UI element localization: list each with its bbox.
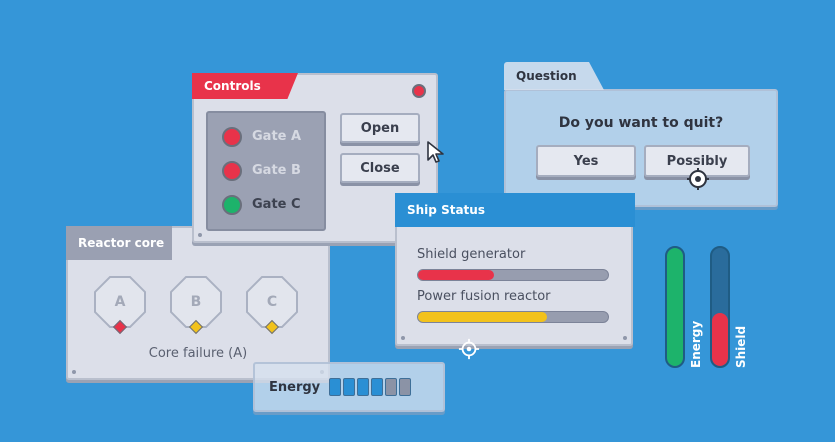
core-a-hex[interactable]: A bbox=[94, 276, 146, 328]
energy-cell bbox=[357, 378, 369, 396]
shield-vertical-fill bbox=[712, 312, 728, 366]
open-button[interactable]: Open bbox=[340, 113, 420, 143]
energy-cells-label: Energy bbox=[269, 380, 321, 395]
target-icon bbox=[458, 338, 480, 360]
question-prompt: Do you want to quit? bbox=[558, 115, 724, 131]
core-c-label: C bbox=[266, 294, 278, 310]
shield-generator-label: Shield generator bbox=[417, 247, 526, 262]
core-status-text: Core failure (A) bbox=[148, 346, 248, 361]
possibly-button-label: Possibly bbox=[666, 153, 728, 169]
ship-status-panel: Ship Status Shield generator Power fusio… bbox=[395, 193, 635, 346]
question-title: Question bbox=[516, 69, 577, 83]
energy-cells-panel: Energy bbox=[253, 362, 445, 412]
power-fusion-reactor-fill bbox=[418, 312, 548, 322]
gate-a-label: Gate A bbox=[252, 129, 302, 144]
core-c-hex[interactable]: C bbox=[246, 276, 298, 328]
reactor-core-title: Reactor core bbox=[78, 236, 165, 250]
shield-generator-fill bbox=[418, 270, 494, 280]
close-button-label: Close bbox=[360, 160, 400, 176]
controls-close-dot[interactable] bbox=[412, 84, 426, 98]
gate-c-label: Gate C bbox=[252, 197, 301, 212]
question-tab: Question bbox=[504, 62, 604, 90]
controls-title: Controls bbox=[204, 79, 261, 93]
controls-tab: Controls bbox=[192, 73, 298, 99]
cursor-arrow-icon bbox=[427, 141, 444, 163]
reactor-core-panel: Reactor core A B C Core failure (A) bbox=[66, 226, 330, 380]
crosshair-icon bbox=[687, 168, 709, 190]
energy-vertical-label: Energy bbox=[689, 320, 703, 368]
ship-status-title: Ship Status bbox=[407, 203, 485, 217]
gate-a-led bbox=[222, 127, 242, 147]
energy-vertical-bar bbox=[665, 246, 685, 368]
core-a-label: A bbox=[114, 294, 126, 310]
ship-status-tab: Ship Status bbox=[395, 193, 635, 227]
energy-vertical-fill bbox=[667, 248, 683, 366]
shield-generator-bar bbox=[417, 269, 609, 281]
energy-cells bbox=[329, 378, 413, 400]
reactor-core-tab: Reactor core bbox=[66, 226, 172, 260]
energy-cell bbox=[343, 378, 355, 396]
shield-vertical-bar bbox=[710, 246, 730, 368]
gate-list: Gate A Gate B Gate C bbox=[206, 111, 326, 231]
power-fusion-reactor-label: Power fusion reactor bbox=[417, 289, 551, 304]
core-b-hex[interactable]: B bbox=[170, 276, 222, 328]
shield-vertical-label: Shield bbox=[734, 325, 748, 368]
open-button-label: Open bbox=[360, 120, 400, 136]
gate-b-label: Gate B bbox=[252, 163, 301, 178]
power-fusion-reactor-bar bbox=[417, 311, 609, 323]
yes-button[interactable]: Yes bbox=[536, 145, 636, 177]
gate-b-led bbox=[222, 161, 242, 181]
question-panel: Do you want to quit? Yes Possibly bbox=[504, 89, 778, 207]
close-button[interactable]: Close bbox=[340, 153, 420, 183]
energy-cell bbox=[385, 378, 397, 396]
core-b-label: B bbox=[190, 294, 202, 310]
energy-cell bbox=[399, 378, 411, 396]
gate-c-led bbox=[222, 195, 242, 215]
yes-button-label: Yes bbox=[573, 153, 599, 169]
energy-cell bbox=[371, 378, 383, 396]
energy-cell bbox=[329, 378, 341, 396]
